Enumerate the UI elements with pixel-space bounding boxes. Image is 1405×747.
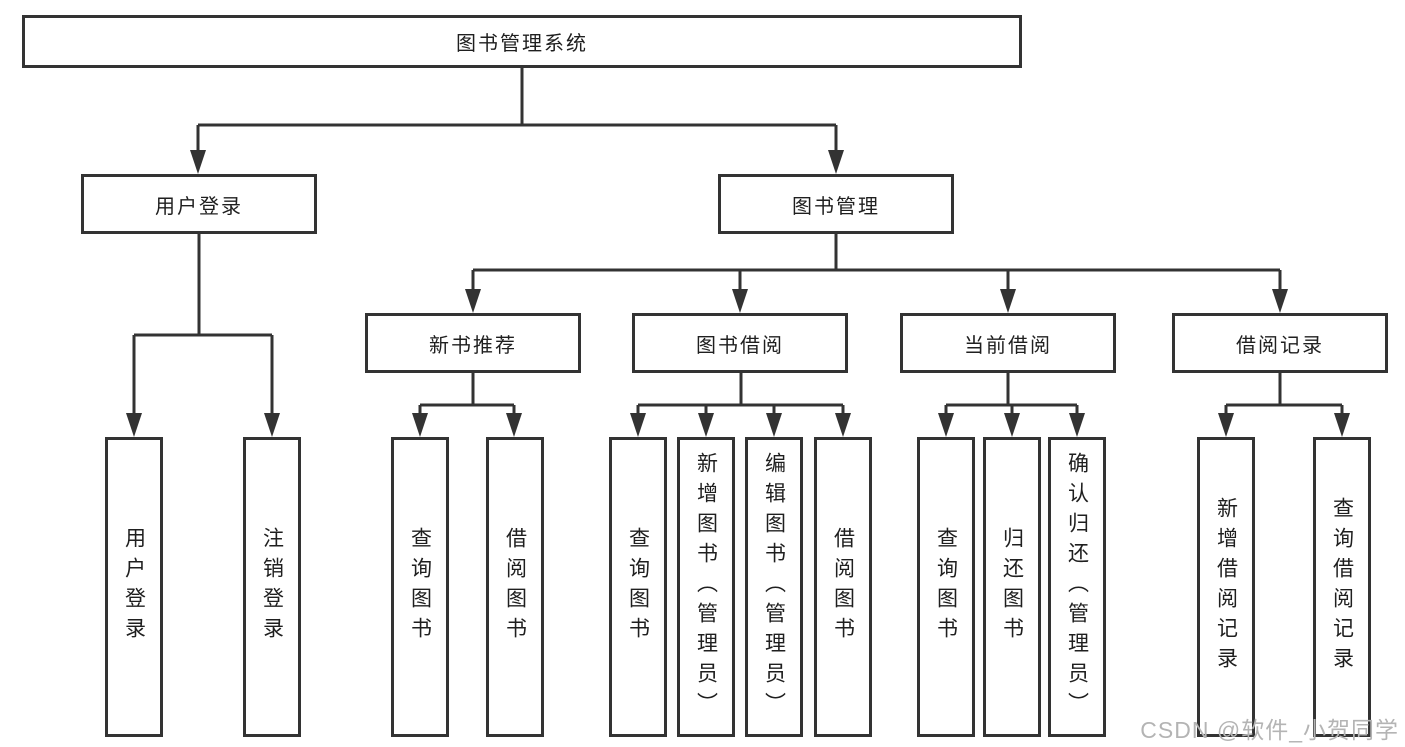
leaf-label: 确认归还（管理员） xyxy=(1065,452,1089,722)
node-book-borrow: 图书借阅 xyxy=(632,313,848,373)
node-borrow-records: 借阅记录 xyxy=(1172,313,1388,373)
arrowhead xyxy=(264,413,280,437)
arrowhead xyxy=(732,289,748,313)
arrowhead xyxy=(1272,289,1288,313)
leaf-label: 查询图书 xyxy=(408,527,432,647)
edge-book-borrow-to-leaves xyxy=(636,373,845,416)
leaf-label: 新增借阅记录 xyxy=(1214,497,1238,677)
leaf-add-books-admin: 新增图书（管理员） xyxy=(677,437,735,737)
csdn-watermark: CSDN @软件_小贺同学 xyxy=(1140,717,1399,743)
leaf-borrow-books: 借阅图书 xyxy=(814,437,872,737)
node-label: 新书推荐 xyxy=(429,334,517,357)
leaf-logout: 注销登录 xyxy=(243,437,301,737)
arrowhead xyxy=(465,289,481,313)
edge-root-to-level2 xyxy=(196,68,838,152)
node-label: 借阅记录 xyxy=(1236,334,1324,357)
node-new-book-recommend: 新书推荐 xyxy=(365,313,581,373)
leaf-borrow-books-recommend: 借阅图书 xyxy=(486,437,544,737)
edge-book-mgmt-to-level3 xyxy=(471,234,1282,291)
arrowhead xyxy=(766,413,782,437)
node-current-borrow: 当前借阅 xyxy=(900,313,1116,373)
node-label: 当前借阅 xyxy=(964,334,1052,357)
node-label: 图书借阅 xyxy=(696,334,784,357)
arrowhead xyxy=(1218,413,1234,437)
node-label: 图书管理 xyxy=(792,195,880,218)
leaf-label: 归还图书 xyxy=(1000,527,1024,647)
leaf-add-borrow-record: 新增借阅记录 xyxy=(1197,437,1255,737)
arrowhead xyxy=(506,413,522,437)
arrowhead xyxy=(126,413,142,437)
leaf-query-books-borrow: 查询图书 xyxy=(609,437,667,737)
leaf-edit-books-admin: 编辑图书（管理员） xyxy=(745,437,803,737)
edge-current-borrow-to-leaves xyxy=(944,373,1079,416)
leaf-label: 新增图书（管理员） xyxy=(694,452,718,722)
leaf-label: 查询图书 xyxy=(626,527,650,647)
edge-new-book-to-leaves xyxy=(418,373,516,416)
arrowhead xyxy=(1334,413,1350,437)
arrowhead xyxy=(190,150,206,174)
leaf-return-books: 归还图书 xyxy=(983,437,1041,737)
arrowhead xyxy=(630,413,646,437)
arrowhead xyxy=(698,413,714,437)
node-book-management: 图书管理 xyxy=(718,174,954,234)
node-library-system: 图书管理系统 xyxy=(22,15,1022,68)
arrowhead xyxy=(938,413,954,437)
arrowhead xyxy=(1000,289,1016,313)
arrowhead xyxy=(828,150,844,174)
leaf-label: 借阅图书 xyxy=(831,527,855,647)
node-label: 图书管理系统 xyxy=(456,33,588,55)
leaf-query-books-recommend: 查询图书 xyxy=(391,437,449,737)
arrowhead xyxy=(1004,413,1020,437)
leaf-label: 注销登录 xyxy=(260,527,284,647)
arrowhead xyxy=(835,413,851,437)
leaf-user-login: 用户登录 xyxy=(105,437,163,737)
edge-borrow-records-to-leaves xyxy=(1224,373,1344,416)
leaf-query-borrow-record: 查询借阅记录 xyxy=(1313,437,1371,737)
node-label: 用户登录 xyxy=(155,195,243,218)
leaf-label: 借阅图书 xyxy=(503,527,527,647)
leaf-label: 编辑图书（管理员） xyxy=(762,452,786,722)
leaf-confirm-return-admin: 确认归还（管理员） xyxy=(1048,437,1106,737)
leaf-label: 查询借阅记录 xyxy=(1330,497,1354,677)
edge-user-login-to-leaves xyxy=(132,234,274,415)
leaf-label: 用户登录 xyxy=(122,527,146,647)
arrowhead xyxy=(1069,413,1085,437)
leaf-label: 查询图书 xyxy=(934,527,958,647)
arrowhead xyxy=(412,413,428,437)
leaf-query-books-current: 查询图书 xyxy=(917,437,975,737)
node-user-login: 用户登录 xyxy=(81,174,317,234)
